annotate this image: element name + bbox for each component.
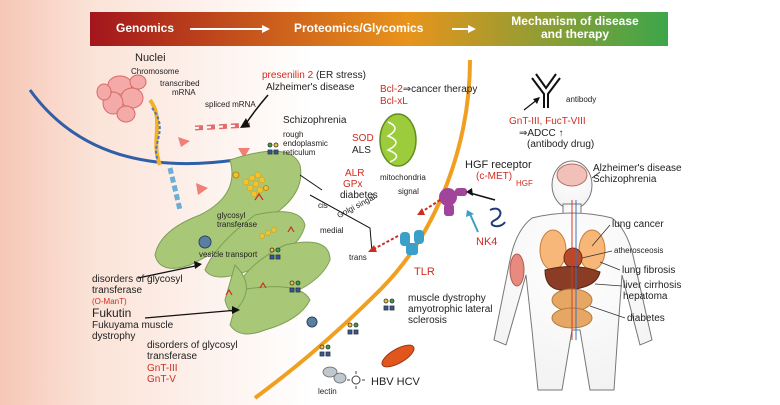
label-hbv-hcv: HBV HCV (371, 376, 420, 388)
label-nuclei: Nuclei (135, 52, 166, 64)
arm-muscle (509, 253, 525, 287)
banner-mechanism: Mechanism of disease and therapy (500, 14, 650, 42)
cell-membrane (253, 59, 472, 400)
label-schizo-body: Schizophrenia (593, 174, 657, 185)
label-lung-fibrosis: lung fibrosis (622, 265, 676, 276)
label-lung-cancer: lung cancer (612, 219, 664, 230)
label-muscle-3: sclerosis (408, 315, 447, 327)
heart (563, 247, 583, 269)
label-gnt3: GnT-III (147, 363, 178, 374)
label-fukutin: Fukutin (92, 306, 132, 320)
label-adcc: ⇒ADCC ↑ (519, 128, 564, 139)
label-glycosyl-1: glycosyl (217, 211, 246, 220)
label-bcl2-line: Bcl-2⇒cancer therapy (380, 84, 477, 95)
lungs (539, 229, 606, 271)
banner-mechanism-line2: and therapy (540, 27, 609, 42)
label-alz-body: Alzheimer's disease (593, 163, 682, 174)
label-muscle-1: muscle dystrophy (408, 293, 486, 304)
banner-proteomics: Proteomics/Glycomics (294, 21, 424, 35)
banner-genomics: Genomics (116, 21, 175, 35)
label-antibody: antibody (566, 95, 597, 104)
label-schizophrenia: Schizophrenia (283, 115, 347, 126)
label-cancer-therapy: ⇒cancer therapy (402, 84, 478, 95)
label-liver-1: liver cirrhosis (623, 280, 682, 291)
virus (347, 371, 365, 389)
label-transcribed-1: transcribed (160, 79, 200, 88)
label-sod: SOD (352, 133, 374, 144)
label-rough-er-2: endoplasmic (283, 138, 328, 148)
label-lectin: lectin (318, 387, 337, 396)
label-liver: liver cirrhosis hepatoma (623, 280, 681, 302)
antibody-shape (531, 73, 561, 108)
label-transcribed: transcribed mRNA (160, 79, 200, 98)
hgf-receptor-shape (439, 188, 467, 216)
banner-mechanism-line1: Mechanism of disease (511, 14, 639, 28)
label-mitochondria: mitochondria (380, 173, 426, 182)
endoplasmic-reticulum (154, 150, 331, 335)
label-alr: ALR (345, 168, 365, 179)
label-tlr: TLR (414, 266, 435, 278)
label-muscle-2: amyotrophic lateral (408, 304, 493, 316)
label-rough-er-1: rough (283, 130, 304, 139)
label-hgf-receptor: HGF receptor (465, 159, 532, 171)
label-bclxl: Bcl-xL (380, 96, 408, 107)
label-fukuyama-2: dystrophy (92, 331, 136, 343)
label-als: ALS (352, 145, 371, 156)
label-atherosclerosis: atherosceosis (614, 246, 664, 255)
vesicle (198, 235, 212, 249)
label-medial: medial (320, 226, 344, 235)
label-chromosome: Chromosome (131, 67, 180, 76)
label-hgf: HGF (516, 179, 533, 188)
label-rough-er: rough endoplasmic reticulum (283, 130, 328, 158)
label-disorders-1: disorders of glycosyl transferase (92, 274, 183, 296)
label-trans: trans (349, 253, 367, 262)
label-transcribed-2: mRNA (172, 87, 196, 97)
tlr-shape (400, 230, 424, 255)
label-antibody-drug: (antibody drug) (527, 139, 595, 150)
label-rough-er-3: reticulum (283, 147, 316, 157)
banner-bar (90, 12, 668, 46)
label-glycosyl-2: transferase (217, 219, 258, 229)
label-bcl2: Bcl-2 (380, 84, 403, 95)
chromosome (96, 74, 147, 123)
label-muscle-dystrophy: muscle dystrophy amyotrophic lateral scl… (408, 293, 492, 327)
label-fukuyama-1: Fukuyama muscle (92, 320, 174, 331)
lectin-shape (322, 366, 347, 384)
label-signal: signal (398, 187, 419, 196)
label-cis: cis (318, 201, 328, 210)
label-glycosyl-transferase: glycosyl transferase (217, 211, 258, 230)
bacterium (381, 344, 415, 368)
label-gnt5: GnT-V (147, 374, 176, 385)
label-cmet: (c-MET) (476, 171, 513, 182)
label-er-stress: (ER stress) (315, 70, 366, 81)
label-spliced-mrna: spliced mRNA (205, 100, 256, 109)
label-presenilin-name: presenilin 2 (262, 70, 314, 81)
brain (556, 163, 588, 187)
label-diabetes-mid: diabetes (340, 190, 378, 201)
label-alzheimers: Alzheimer's disease (266, 82, 355, 93)
label-omant: (O-ManT) (92, 297, 127, 306)
label-nk4: NK4 (476, 236, 498, 248)
mitochondrion (379, 113, 417, 167)
label-diabetes-body: diabetes (627, 313, 665, 324)
label-disorders-1a: disorders of glycosyl (92, 274, 183, 285)
label-disorders-1b: transferase (92, 285, 143, 297)
label-gpx: GPx (343, 179, 363, 190)
label-liver-2: hepatoma (623, 291, 668, 303)
label-vesicle-transport: vesicle transport (199, 250, 258, 259)
nuclear-envelope (28, 89, 236, 166)
label-fukuyama: Fukuyama muscle dystrophy (92, 320, 173, 342)
label-disorders-2a: disorders of glycosyl (147, 340, 238, 351)
label-disorders-2b: transferase (147, 351, 198, 363)
label-gnt-fuct: GnT-III, FucT-VIII (509, 116, 586, 127)
label-disorders-2: disorders of glycosyl transferase (147, 340, 238, 362)
label-presenilin: presenilin 2 (ER stress) (262, 70, 366, 81)
